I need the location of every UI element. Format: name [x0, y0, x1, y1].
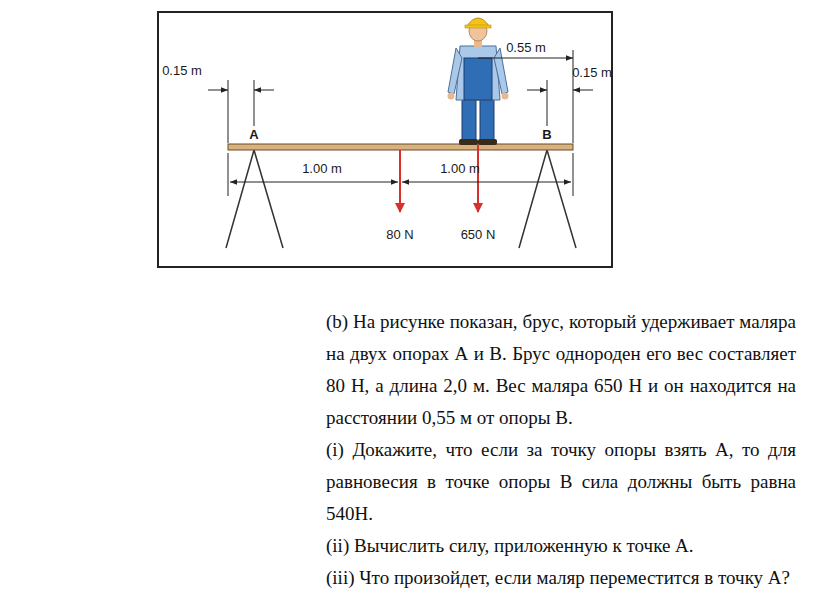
force-arrows [400, 145, 478, 212]
figure-frame [158, 12, 612, 267]
dimension-label: 1.00 m [302, 161, 342, 176]
dimension-label: 1.00 m [440, 161, 480, 176]
support-label: B [542, 127, 551, 142]
dimension-label: 0.15 m [572, 65, 612, 80]
force-label: 650 N [461, 227, 496, 242]
problem-text: (iii) Что произойдет, если маляр перемес… [326, 562, 796, 594]
problem-text: (b) На рисунке показан, брус, который уд… [326, 306, 796, 434]
problem-text: (i) Докажите, что если за точку опоры вз… [326, 434, 796, 530]
dimension-lines [208, 50, 593, 196]
problem-text: (ii) Вычислить силу, приложенную к точке… [326, 530, 796, 562]
beam [228, 144, 573, 150]
painter-figure [448, 18, 509, 145]
support-label: A [249, 127, 258, 142]
dimension-label: 0.15 m [162, 63, 202, 78]
dimension-label: 0.55 m [506, 40, 546, 55]
sawhorse-supports [226, 150, 576, 248]
force-label: 80 N [386, 227, 413, 242]
